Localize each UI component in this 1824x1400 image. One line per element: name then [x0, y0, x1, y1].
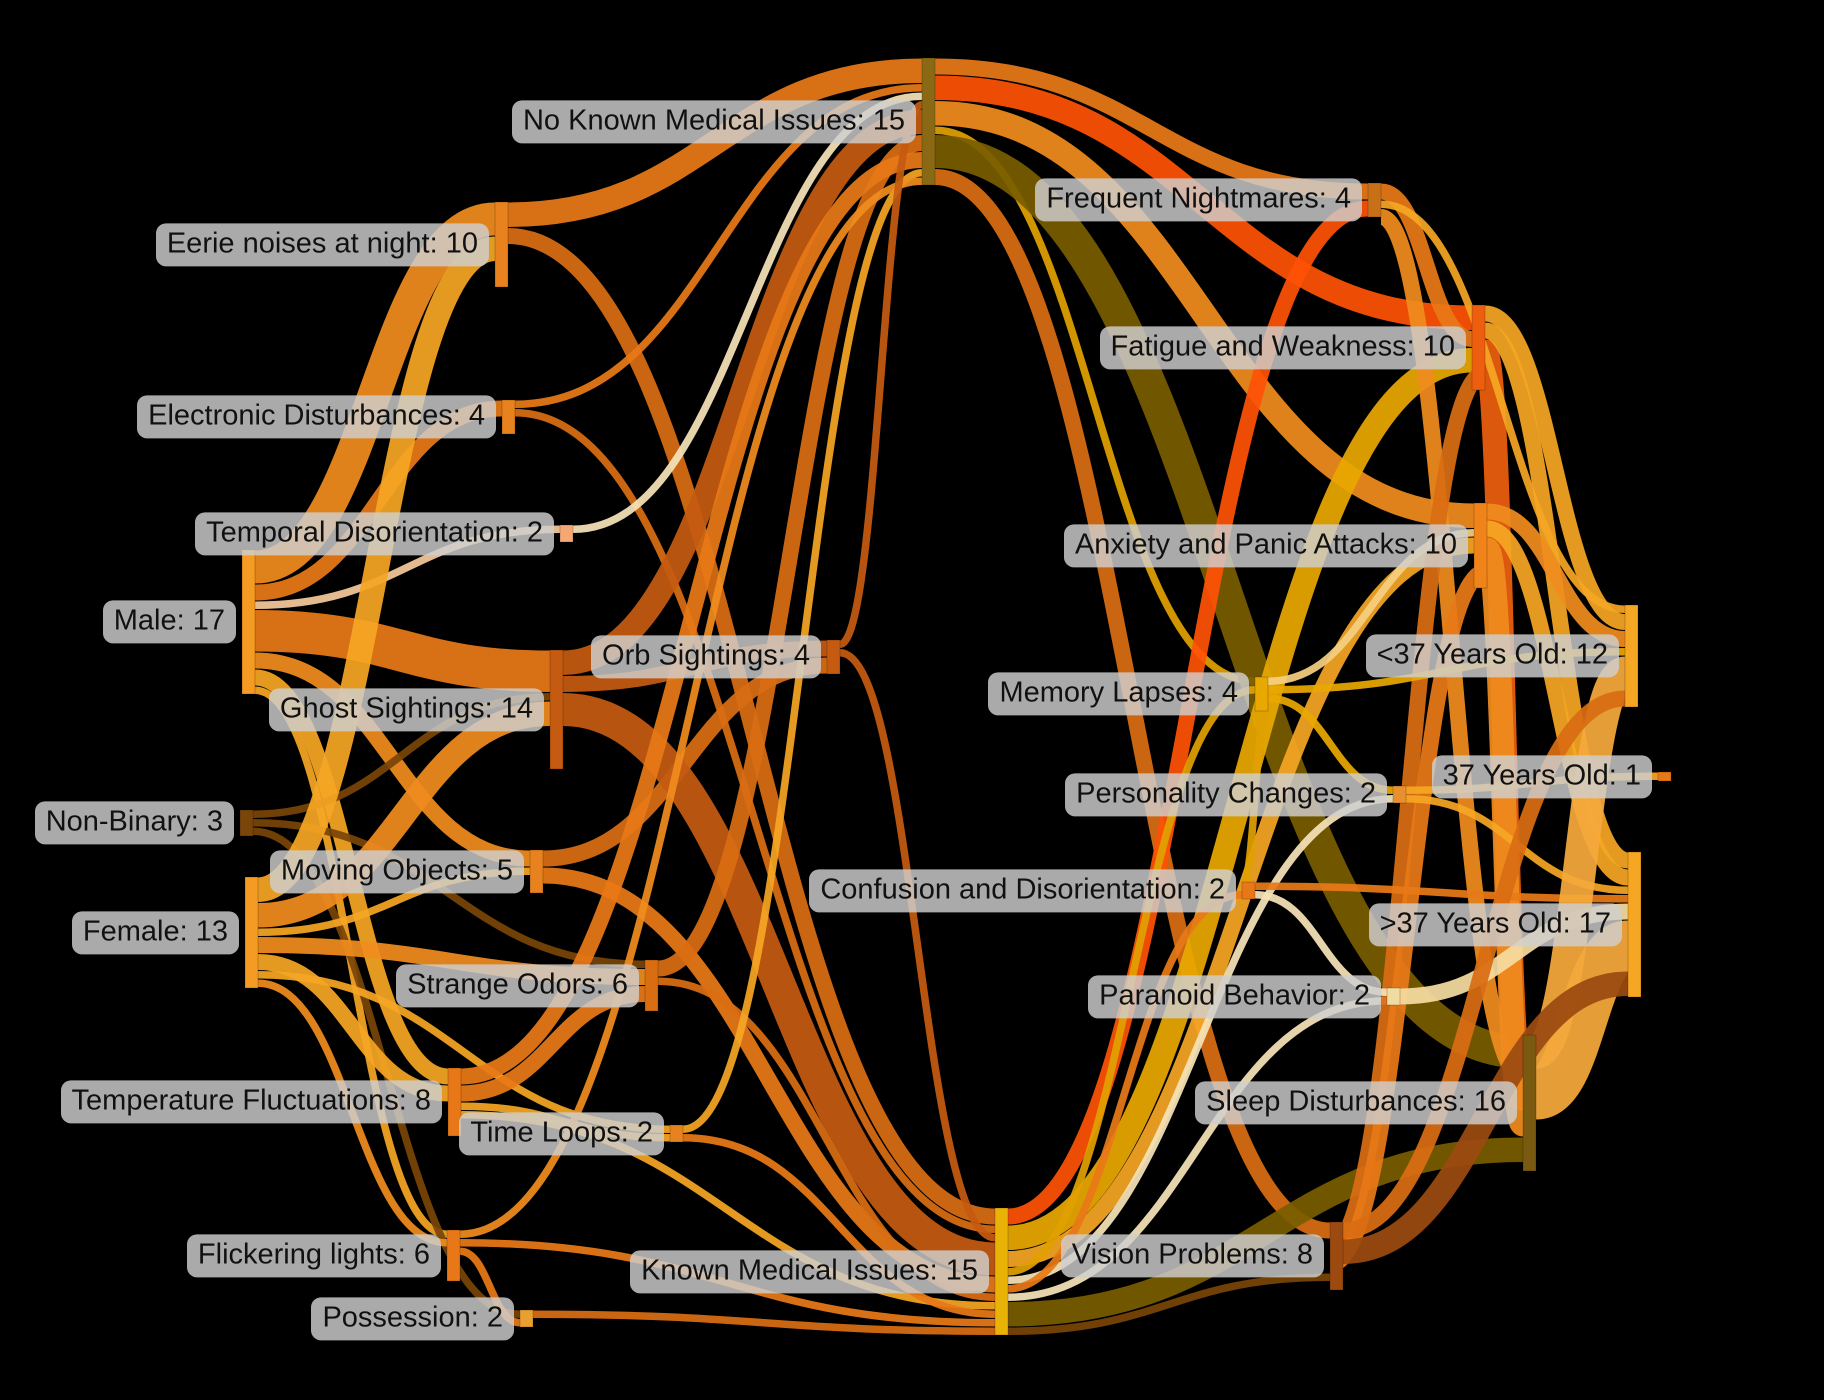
flow-time-loops-to-known-medical-issues[interactable] [682, 1134, 996, 1318]
flow-fatigue-and-weakness-to-vision-problems[interactable] [1327, 365, 1488, 1256]
flow-fatigue-and-weakness-to-under-37-years-old[interactable] [1483, 305, 1627, 630]
node-electronic-disturbances[interactable] [501, 399, 516, 435]
flow-vision-problems-to-under-37-years-old[interactable] [1342, 690, 1626, 1239]
node-sleep-disturbances[interactable] [1522, 1034, 1537, 1172]
flow-ghost-sightings-to-no-known-medical-issues[interactable] [562, 109, 923, 675]
node-strange-odors[interactable] [644, 959, 659, 1012]
node-fatigue-and-weakness[interactable] [1471, 304, 1486, 391]
node-known-medical-issues[interactable] [994, 1207, 1009, 1336]
node-vision-problems[interactable] [1329, 1221, 1344, 1291]
flow-orb-sightings-to-known-medical-issues[interactable] [839, 649, 996, 1242]
node-confusion-and-disorientation[interactable] [1241, 881, 1256, 900]
node-temporal-disorientation[interactable] [559, 524, 574, 543]
flow-known-medical-issues-to-confusion-and-disorientation[interactable] [1007, 891, 1243, 1293]
node-possession[interactable] [519, 1309, 534, 1328]
node-over-37-years-old[interactable] [1627, 851, 1642, 998]
flow-anxiety-and-panic-attacks-to-under-37-years-old[interactable] [1486, 503, 1626, 647]
node-eerie-noises[interactable] [494, 201, 509, 288]
flow-eerie-noises-to-known-medical-issues[interactable] [507, 228, 996, 1225]
node-time-loops[interactable] [669, 1124, 684, 1143]
node-female[interactable] [244, 876, 259, 989]
node-37-years-old[interactable] [1657, 771, 1672, 782]
node-frequent-nightmares[interactable] [1367, 182, 1382, 218]
flow-possession-to-known-medical-issues[interactable] [532, 1310, 996, 1335]
node-temperature-fluctuations[interactable] [447, 1067, 462, 1137]
flow-male-to-ghost-sightings[interactable] [254, 610, 551, 692]
flow-strange-odors-to-no-known-medical-issues[interactable] [656, 135, 924, 977]
node-male[interactable] [241, 549, 256, 695]
flow-flickering-lights-to-no-known-medical-issues[interactable] [459, 177, 923, 1238]
flow-no-known-medical-issues-to-anxiety-and-panic-attacks[interactable] [934, 101, 1475, 528]
node-paranoid-behavior[interactable] [1386, 987, 1401, 1006]
flow-sleep-disturbances-to-over-37-years-old[interactable] [1529, 920, 1635, 1120]
flow-fatigue-and-weakness-to-over-37-years-old[interactable] [1482, 322, 1631, 869]
flow-known-medical-issues-to-vision-problems[interactable] [1007, 1273, 1331, 1335]
flow-anxiety-and-panic-attacks-to-over-37-years-old[interactable] [1485, 520, 1630, 886]
flow-temperature-fluctuations-to-no-known-medical-issues[interactable] [460, 152, 923, 1085]
node-moving-objects[interactable] [529, 849, 544, 894]
flow-ghost-sightings-to-known-medical-issues[interactable] [562, 693, 996, 1276]
node-no-known-medical-issues[interactable] [921, 57, 936, 186]
node-orb-sightings[interactable] [826, 639, 841, 675]
node-non-binary[interactable] [239, 809, 254, 837]
node-anxiety-and-panic-attacks[interactable] [1473, 502, 1488, 589]
node-flickering-lights[interactable] [446, 1229, 461, 1282]
flow-known-medical-issues-to-sleep-disturbances[interactable] [1007, 1137, 1524, 1327]
node-personality-changes[interactable] [1392, 785, 1407, 804]
flow-electronic-disturbances-to-known-medical-issues[interactable] [514, 409, 996, 1233]
node-memory-lapses[interactable] [1254, 676, 1269, 712]
node-ghost-sightings[interactable] [549, 649, 564, 770]
node-under-37-years-old[interactable] [1624, 604, 1639, 708]
